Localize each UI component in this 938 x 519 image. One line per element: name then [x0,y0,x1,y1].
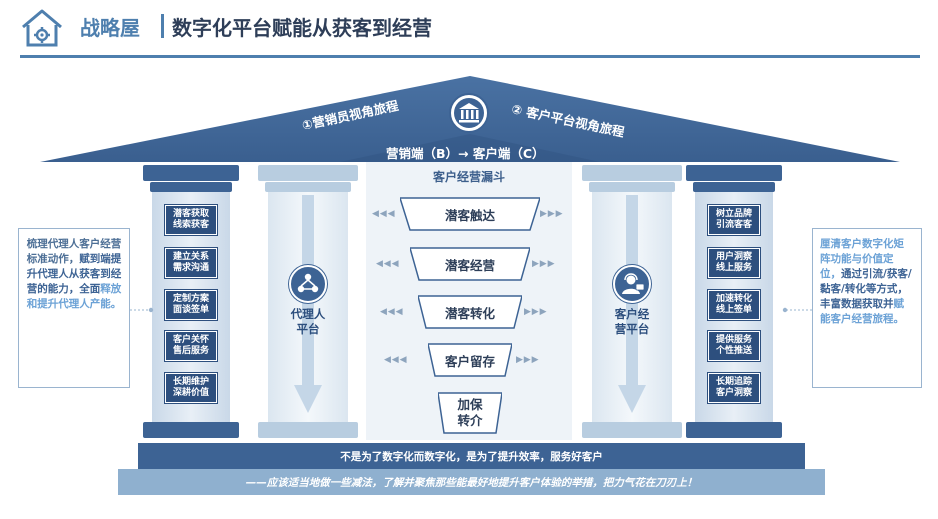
left-connector [130,307,154,313]
right-tag-4: 提供服务 个性推送 [708,331,760,361]
right-tag-5: 长期追踪 客户洞察 [708,373,760,403]
agent-pillar-cap-2 [265,182,351,192]
right-arrow-icon: ▶ ▶ ▶ [532,259,554,269]
funnel-step-4: 客户留存 [444,353,495,369]
right-tag-3: 加速转化 线上签单 [708,290,760,320]
funnel-step-2: 潜客经营 [444,257,495,273]
customer-pillar-base [582,422,682,438]
left-arrow-icon: ◀ ◀ ◀ [380,307,402,317]
right-box-text-4: 赋能客户经营旅程。 [820,298,904,325]
agent-pillar-cap [258,165,358,181]
funnel-step-3: 潜客转化 [444,305,495,321]
left-tag-4: 客户关怀 售后服务 [165,331,217,361]
agent-pillar-base [258,422,358,438]
left-pillar-base [143,422,239,438]
left-description-box: 梳理代理人客户经营标准动作，赋到端提升代理人从获客到经营的能力，全面释放和提升代… [18,228,130,388]
customer-pillar-cap-2 [589,182,675,192]
right-arrow-icon: ▶ ▶ ▶ [516,355,538,365]
left-arrow-icon: ◀ ◀ ◀ [376,259,398,269]
base-statement: 不是为了数字化而数字化，是为了提升效率，服务好客户 [340,451,603,463]
left-tag-3: 定制方案 面谈签单 [165,290,217,320]
header-rule [20,55,920,58]
right-arrow-icon: ▶ ▶ ▶ [540,209,562,219]
left-pillar-cap-2 [150,182,232,192]
down-arrow-icon [618,195,646,413]
agent-platform-label: 代理人 平台 [290,307,326,336]
customer-service-icon [613,265,651,303]
right-box-text-1: 厘清客户数字化矩阵功能与 [820,238,904,265]
customer-pillar-cap [582,165,682,181]
down-arrow-icon [294,195,322,413]
funnel-step-shape-4 [428,343,512,377]
right-description-box: 厘清客户数字化矩阵功能与价值定位，通过引流/获客/黏客/转化等方式，丰富数据获取… [812,228,922,388]
left-tag-2: 建立关系 需求沟通 [165,248,217,278]
left-box-text-1: 梳理代理人客户经营标准动作， [26,238,122,265]
left-tag-5: 长期维护 深耕价值 [165,373,217,403]
right-pillar-base [686,422,782,438]
roof-bottom-label: 营销端（B）→ 客户端（C） [386,146,545,161]
left-arrow-icon: ◀ ◀ ◀ [384,355,406,365]
people-network-icon [289,265,327,303]
base-substatement: ——应该适当地做一些减法，了解并聚焦那些能最好地提升客户体验的举措，把力气花在刀… [245,477,698,489]
left-arrow-icon: ◀ ◀ ◀ [372,209,394,219]
left-tag-1: 潜客获取 线索获客 [165,205,217,235]
funnel-step-shape-5 [438,392,502,434]
brand-name: 战略屋 [80,16,140,40]
right-arrow-icon: ▶ ▶ ▶ [524,307,546,317]
bank-building-icon [449,93,489,133]
funnel-title: 客户经营漏斗 [432,170,505,184]
customer-platform-label: 客户经 营平台 [614,307,650,336]
right-tag-2: 用户洞察 线上服务 [708,248,760,278]
funnel-step-5: 加保 转介 [457,397,483,428]
right-box-text-2: 价值定位， [820,253,894,280]
right-pillar-cap-2 [693,182,775,192]
right-connector [782,307,812,313]
base-step-bottom [118,469,825,495]
base-step-top [138,443,805,469]
funnel-step-1: 潜客触达 [444,207,495,223]
funnel-step-shape-1 [400,197,540,231]
right-pillar-cap [686,165,782,181]
left-box-text-3: 释放和提升代理人产能。 [26,283,122,310]
title-divider [161,14,164,38]
funnel-step-shape-3 [418,295,522,329]
right-tag-1: 树立品牌 引流客客 [708,205,760,235]
right-box-text-3: 通过引流/获客/黏客/转化等方式，丰富数据获取并 [820,268,912,310]
page-title: 数字化平台赋能从获客到经营 [172,16,432,40]
funnel-step-shape-2 [410,247,530,281]
house-gear-logo-icon [22,9,62,47]
left-box-text-2: 赋到端提升代理人从获客到经营的能力，全面 [26,253,122,295]
left-pillar-cap [143,165,239,181]
